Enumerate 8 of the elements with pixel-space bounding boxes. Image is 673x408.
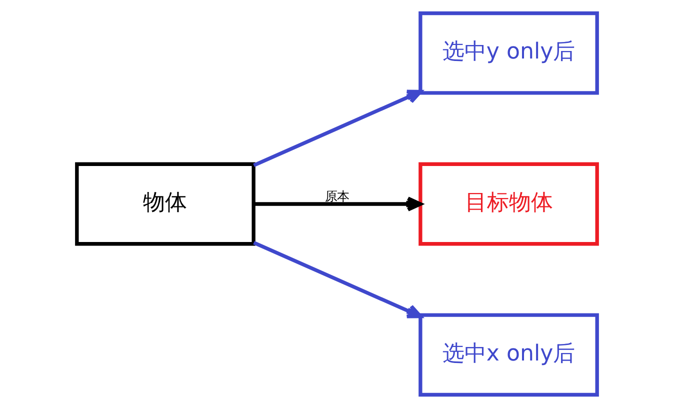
node-box: 选中y only后 xyxy=(418,11,598,95)
node-box: 目标物体 xyxy=(418,162,598,246)
arrow xyxy=(253,196,422,212)
node-box: 物体 xyxy=(74,162,255,246)
node-box: 选中x only后 xyxy=(418,313,598,397)
edge-label: 原本 xyxy=(324,189,348,204)
arrow xyxy=(252,90,422,168)
arrow xyxy=(252,240,422,318)
